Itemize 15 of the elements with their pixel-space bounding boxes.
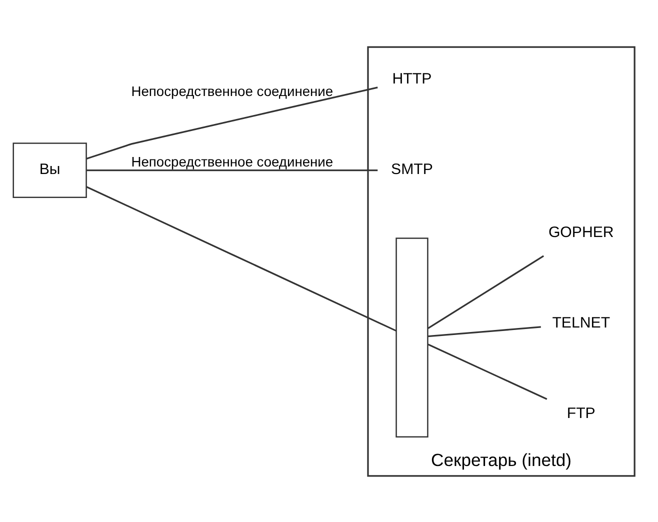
connector	[86, 169, 378, 171]
connector	[428, 326, 541, 337]
connector	[428, 343, 548, 400]
edge-label: Непосредственное соединение	[131, 152, 334, 169]
connector	[86, 186, 397, 332]
connector	[86, 86, 378, 159]
node-text: SMTP	[391, 160, 433, 178]
node-text: FTP	[566, 404, 596, 422]
node-box: Вы	[12, 142, 87, 198]
edge-label: Непосредственное соединение	[131, 82, 334, 98]
node-text: TELNET	[552, 314, 610, 332]
node-box	[396, 237, 428, 438]
node-text: HTTP	[392, 70, 432, 88]
node-text: GOPHER	[548, 224, 614, 241]
connector	[428, 254, 544, 328]
